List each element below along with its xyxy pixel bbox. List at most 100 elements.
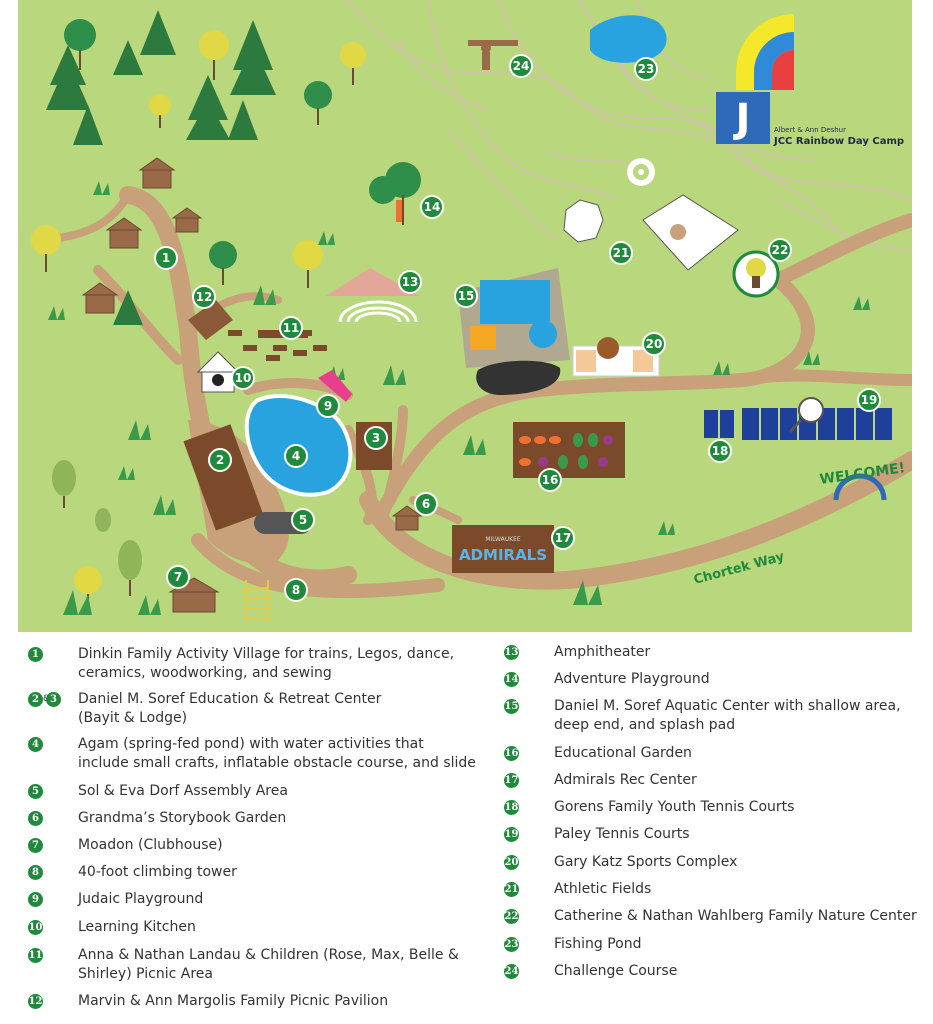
welcome-arch (833, 473, 887, 501)
map-marker-circle (538, 468, 562, 492)
map-marker-circle (208, 448, 232, 472)
map-marker-label: 13 (402, 275, 419, 289)
map-marker-circle (551, 526, 575, 550)
map-marker-label: 5 (299, 513, 307, 527)
map-marker-label: 4 (292, 449, 300, 463)
legend-label: Admirals Rec Center (554, 772, 697, 788)
map-marker-label: 22 (772, 243, 789, 257)
map-marker-11[interactable]: 11 (279, 316, 303, 340)
camp-name-line1: Albert & Ann Deshur (774, 126, 846, 134)
target-icon (627, 158, 655, 186)
map-marker-circle (316, 394, 340, 418)
map-marker-label: 3 (372, 431, 380, 445)
map-marker-24[interactable]: 24 (509, 54, 533, 78)
map-marker-3[interactable]: 3 (364, 426, 388, 450)
cabin-group (81, 157, 423, 613)
map-marker-label: 18 (712, 444, 729, 458)
legend-badge: 8 (28, 865, 43, 880)
map-marker-14[interactable]: 14 (420, 195, 444, 219)
admirals-rec-center: MILWAUKEE ADMIRALS (452, 525, 554, 573)
map-marker-12[interactable]: 12 (192, 285, 216, 309)
map-marker-20[interactable]: 20 (642, 332, 666, 356)
map-marker-circle (192, 285, 216, 309)
map-marker-8[interactable]: 8 (284, 578, 308, 602)
legend-badge: 24 (504, 964, 519, 979)
admirals-small-label: MILWAUKEE (485, 536, 521, 543)
legend-label: Catherine & Nathan Wahlberg Family Natur… (554, 908, 917, 924)
map-marker-1[interactable]: 1 (154, 246, 178, 270)
legend-label: Anna & Nathan Landau & Children (Rose, M… (78, 947, 459, 982)
map-marker-16[interactable]: 16 (538, 468, 562, 492)
map-marker-circle (291, 508, 315, 532)
map-marker-circle (642, 332, 666, 356)
map-marker-15[interactable]: 15 (454, 284, 478, 308)
legend-badge: 6 (28, 811, 43, 826)
amphitheater-tent (326, 268, 420, 296)
map-marker-label: 24 (513, 59, 530, 73)
map-marker-label: 6 (422, 497, 430, 511)
legend-badge: 14 (504, 672, 519, 687)
map-marker-9[interactable]: 9 (316, 394, 340, 418)
map-marker-2[interactable]: 2 (208, 448, 232, 472)
legend-badge: 12 (28, 994, 43, 1009)
map-marker-4[interactable]: 4 (284, 444, 308, 468)
amphitheater-seats (338, 300, 418, 323)
legend-label: Fishing Pond (554, 936, 642, 952)
legend-label: 40-foot climbing tower (78, 864, 237, 880)
map-marker-21[interactable]: 21 (609, 241, 633, 265)
map-marker-18[interactable]: 18 (708, 439, 732, 463)
legend-badge: 13 (504, 645, 519, 660)
nature-center (732, 250, 780, 298)
map-marker-circle (398, 270, 422, 294)
map-marker-label: 23 (638, 62, 655, 76)
legend-badge: 16 (504, 746, 519, 761)
legend-badge: 9 (28, 892, 43, 907)
legend-label: Daniel M. Soref Education & Retreat Cent… (78, 691, 382, 726)
legend-label: Judaic Playground (78, 891, 204, 907)
map-marker-circle (231, 366, 255, 390)
map-marker-10[interactable]: 10 (231, 366, 255, 390)
map-marker-circle (414, 492, 438, 516)
legend-label: Athletic Fields (554, 881, 652, 897)
camp-name-line2: JCC Rainbow Day Camp (773, 136, 904, 147)
map-marker-circle (284, 578, 308, 602)
tennis-racket-icon (788, 397, 824, 434)
legend-badge: 5 (28, 784, 43, 799)
map-marker-6[interactable]: 6 (414, 492, 438, 516)
legend-badge: 19 (504, 827, 519, 842)
map-marker-label: 11 (283, 321, 300, 335)
legend-label: Grandma’s Storybook Garden (78, 810, 287, 826)
trail-network (347, 0, 912, 251)
admirals-label: ADMIRALS (459, 546, 547, 564)
legend-badge: 1 (28, 647, 43, 662)
legend-label: Learning Kitchen (78, 919, 196, 935)
legend-badge: 4 (28, 737, 43, 752)
fishing-pond (590, 15, 667, 63)
legend-badge: 17 (504, 773, 519, 788)
adventure-playground-figure (396, 200, 402, 222)
map-marker-19[interactable]: 19 (857, 388, 881, 412)
legend-label: Paley Tennis Courts (554, 826, 690, 842)
tree-group-north (31, 10, 421, 612)
legend-badge: 22 (504, 909, 519, 924)
map-marker-5[interactable]: 5 (291, 508, 315, 532)
logo-letter: J (733, 96, 751, 142)
bayit-building (183, 424, 263, 531)
map-marker-circle (166, 565, 190, 589)
map-marker-label: 2 (216, 453, 224, 467)
map-marker-13[interactable]: 13 (398, 270, 422, 294)
aquatic-center (458, 268, 570, 395)
map-marker-23[interactable]: 23 (634, 57, 658, 81)
legend-label: Moadon (Clubhouse) (78, 837, 223, 853)
map-marker-label: 7 (174, 570, 182, 584)
map-marker-circle (364, 426, 388, 450)
map-marker-circle (279, 316, 303, 340)
map-marker-7[interactable]: 7 (166, 565, 190, 589)
map-marker-label: 9 (324, 399, 332, 413)
map-marker-17[interactable]: 17 (551, 526, 575, 550)
map-marker-22[interactable]: 22 (768, 238, 792, 262)
map-marker-label: 12 (196, 290, 213, 304)
